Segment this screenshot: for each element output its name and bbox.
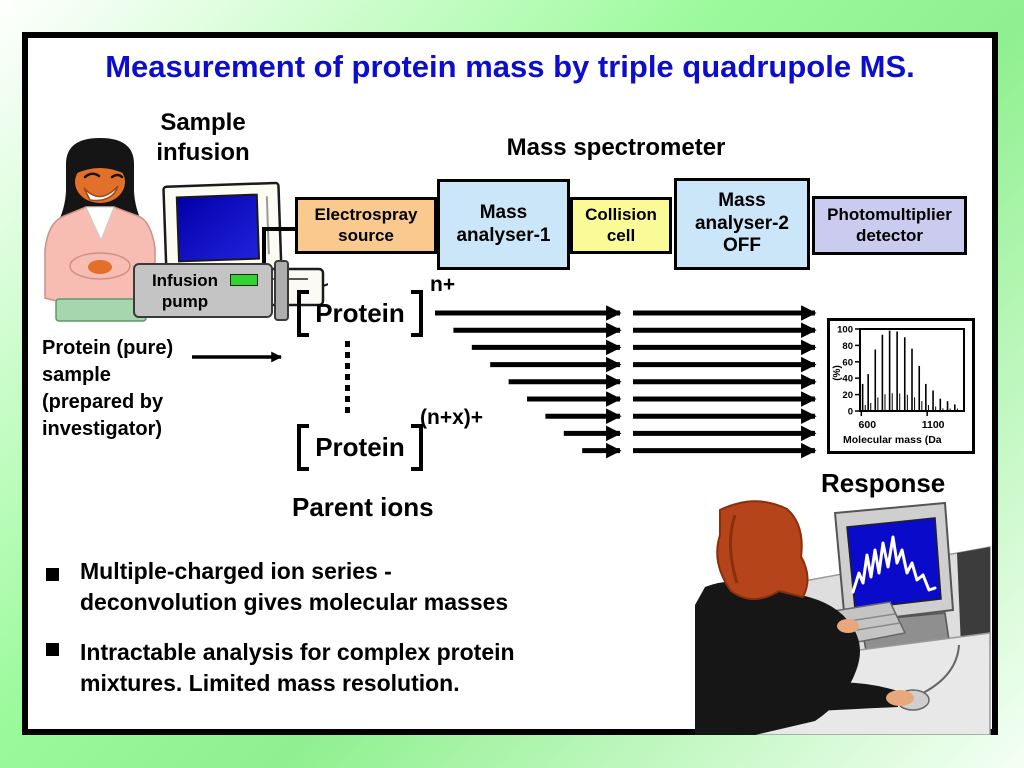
- svg-text:0: 0: [848, 407, 853, 418]
- electrospray-source-label: Electrospray source: [314, 205, 418, 245]
- svg-text:100: 100: [837, 325, 853, 336]
- charge-state-nx: (n+x)+: [420, 406, 484, 429]
- mouse-cable: [922, 644, 960, 694]
- mass-spectrum-plot: 0 20 40 60 80 100 600 1100 (%) Molecular mass (Da: [832, 325, 965, 446]
- right-bracket: [411, 290, 423, 337]
- sample-infusion-label: Sample infusion: [156, 109, 250, 166]
- screen-spectrum-trace: [851, 535, 937, 594]
- electrospray-source-box: Electrospray source: [295, 197, 437, 254]
- protein-ion-notation-top: Protein: [297, 290, 423, 337]
- mass-analyser-2-label: Mass analyser-2 OFF: [694, 190, 789, 257]
- infusion-pump: Infusion pump: [133, 263, 273, 318]
- scientist-figure: [44, 138, 156, 322]
- protein-label: Protein: [315, 298, 405, 328]
- left-bracket: [297, 424, 309, 471]
- photomultiplier-detector-label: Photomultiplier detector: [827, 205, 952, 245]
- protein-sample-note: Protein (pure) sample (prepared by inves…: [42, 337, 174, 440]
- protein-ion-notation-bottom: Protein: [297, 424, 423, 471]
- infusion-pump-label: Infusion pump: [151, 271, 219, 311]
- analyst-figure: [695, 500, 914, 735]
- parent-ions-label: Parent ions: [292, 492, 434, 522]
- mass-analyser-1-label: Mass analyser-1: [456, 202, 551, 246]
- svg-text:60: 60: [842, 357, 853, 368]
- computer-tower-icon: [957, 547, 990, 647]
- response-label: Response: [821, 468, 946, 498]
- collision-cell-box: Collision cell: [570, 197, 672, 254]
- right-bracket: [411, 424, 423, 471]
- mass-spectrometer-heading: Mass spectrometer: [506, 134, 726, 161]
- slide-title: Measurement of protein mass by triple qu…: [105, 49, 915, 84]
- bullet-item-2: Intractable analysis for complex protein…: [80, 639, 515, 696]
- svg-text:40: 40: [842, 374, 853, 385]
- svg-text:80: 80: [842, 341, 853, 352]
- series-dotted-line: [345, 341, 350, 417]
- mass-analyser-1-box: Mass analyser-1: [437, 179, 570, 270]
- infusion-pump-side: [274, 260, 289, 321]
- bullet-square: [46, 568, 59, 581]
- protein-label: Protein: [315, 432, 405, 462]
- collision-cell-label: Collision cell: [585, 205, 657, 245]
- left-bracket: [297, 290, 309, 337]
- svg-text:600: 600: [859, 419, 877, 431]
- computer-monitor-icon: [162, 181, 283, 276]
- mass-spectrum-chart: 0 20 40 60 80 100 600 1100 (%) Molecular mass (Da: [827, 318, 975, 454]
- svg-text:Molecular mass (Da: Molecular mass (Da: [843, 434, 942, 446]
- charge-state-n: n+: [430, 273, 456, 296]
- response-illustration: [695, 500, 991, 735]
- bullet-square: [46, 643, 59, 656]
- pump-led-indicator: [230, 274, 258, 286]
- bullet-item-1: Multiple-charged ion series - deconvolut…: [80, 558, 509, 615]
- photomultiplier-detector-box: Photomultiplier detector: [812, 196, 967, 255]
- svg-text:20: 20: [842, 390, 853, 401]
- svg-text:1100: 1100: [922, 419, 945, 431]
- svg-text:(%): (%): [832, 365, 843, 381]
- mass-analyser-2-box: Mass analyser-2 OFF: [674, 178, 810, 270]
